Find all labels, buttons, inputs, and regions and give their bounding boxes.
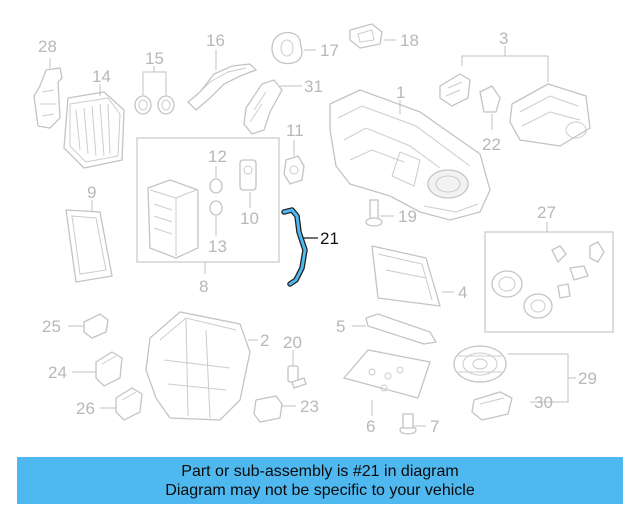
part-24-actuator bbox=[72, 351, 123, 387]
info-banner: Part or sub-assembly is #21 in diagram D… bbox=[17, 457, 623, 504]
label-2: 2 bbox=[260, 331, 269, 350]
label-21: 21 bbox=[320, 229, 339, 248]
part-9-filter bbox=[65, 200, 113, 283]
label-14: 14 bbox=[92, 67, 111, 86]
part-15-rings bbox=[134, 66, 175, 115]
label-7: 7 bbox=[430, 417, 439, 436]
part-25-clip bbox=[68, 313, 109, 339]
label-25: 25 bbox=[42, 317, 61, 336]
part-evaporator bbox=[147, 179, 199, 259]
part-7-bushing bbox=[399, 413, 426, 435]
label-22: 22 bbox=[482, 135, 501, 154]
group-8-box bbox=[136, 137, 280, 263]
part-20-sensor bbox=[287, 350, 307, 389]
label-10: 10 bbox=[240, 209, 259, 228]
label-15: 15 bbox=[145, 49, 164, 68]
label-1: 1 bbox=[396, 83, 405, 102]
banner-line-1: Part or sub-assembly is #21 in diagram bbox=[181, 462, 459, 480]
label-3: 3 bbox=[499, 29, 508, 48]
part-16-pipe bbox=[187, 50, 258, 111]
label-28: 28 bbox=[38, 37, 57, 56]
label-30: 30 bbox=[534, 393, 553, 412]
part-4-panel bbox=[371, 245, 454, 307]
part-2-housing bbox=[145, 311, 258, 421]
part-27-parts bbox=[491, 241, 605, 319]
part-6-tray bbox=[342, 349, 431, 416]
label-8: 8 bbox=[199, 277, 208, 296]
parts-diagram: 28 14 15 16 17 18 31 bbox=[33, 23, 614, 436]
label-18: 18 bbox=[400, 31, 419, 50]
part-14-filter bbox=[63, 84, 125, 169]
label-23: 23 bbox=[300, 397, 319, 416]
label-9: 9 bbox=[87, 183, 96, 202]
label-29: 29 bbox=[578, 369, 597, 388]
label-24: 24 bbox=[48, 363, 67, 382]
part-21-pipe-highlighted bbox=[281, 207, 318, 287]
part-17-gasket bbox=[271, 31, 316, 65]
part-10-valve bbox=[239, 159, 257, 208]
part-11-sensor bbox=[283, 140, 305, 185]
label-4: 4 bbox=[458, 283, 467, 302]
part-28-bracket bbox=[33, 58, 63, 129]
part-29-blower bbox=[453, 345, 576, 403]
part-1-housing bbox=[329, 89, 491, 221]
label-17: 17 bbox=[320, 41, 339, 60]
label-16: 16 bbox=[206, 31, 225, 50]
part-19-fastener bbox=[365, 199, 394, 227]
label-26: 26 bbox=[76, 399, 95, 418]
label-6: 6 bbox=[366, 417, 375, 436]
part-3-group bbox=[439, 46, 591, 147]
part-26-actuator bbox=[100, 387, 143, 421]
banner-line-2: Diagram may not be specific to your vehi… bbox=[165, 481, 475, 499]
label-12: 12 bbox=[208, 147, 227, 166]
part-5-strip bbox=[352, 313, 438, 345]
label-27: 27 bbox=[537, 203, 556, 222]
part-30-resistor bbox=[471, 391, 513, 421]
label-5: 5 bbox=[336, 317, 345, 336]
label-19: 19 bbox=[398, 207, 417, 226]
label-20: 20 bbox=[283, 333, 302, 352]
part-18-gasket bbox=[349, 23, 396, 49]
part-12-13-orings bbox=[209, 166, 223, 236]
label-11: 11 bbox=[286, 121, 304, 140]
part-23-module bbox=[253, 395, 296, 423]
label-13: 13 bbox=[208, 237, 227, 256]
group-27-box bbox=[484, 231, 614, 333]
part-31-bracket bbox=[243, 79, 302, 135]
label-31: 31 bbox=[304, 77, 323, 96]
